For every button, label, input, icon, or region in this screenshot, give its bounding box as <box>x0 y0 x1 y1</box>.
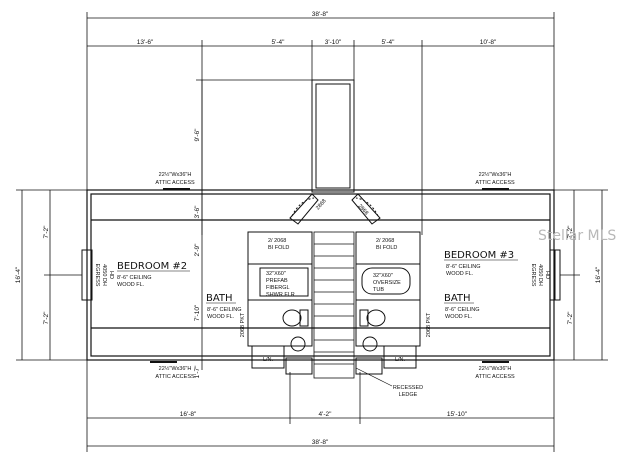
svg-text:ATTIC ACCESS: ATTIC ACCESS <box>475 374 515 380</box>
svg-text:22½"Wx36"H: 22½"Wx36"H <box>479 171 512 178</box>
dim-center-v-2: 3'-6" <box>194 205 201 219</box>
dim-center-v-3: 2'-9" <box>194 243 201 257</box>
svg-text:8'-6" CEILING: 8'-6" CEILING <box>445 307 480 313</box>
recessed-ledge-note: RECESSED LEDGE <box>355 367 423 398</box>
svg-text:TUB: TUB <box>373 287 384 293</box>
dim-top-seg-1: 13'-6" <box>137 39 154 46</box>
svg-text:BI FOLD: BI FOLD <box>376 245 397 251</box>
svg-text:FIBERGL: FIBERGL <box>266 285 290 291</box>
bath-right-label: BATH 8'-6" CEILING WOOD FL. <box>444 293 480 320</box>
building-walls <box>86 189 555 361</box>
attic-access-tr: 22½"Wx36"H ATTIC ACCESS <box>475 171 515 190</box>
svg-text:2/ 2068: 2/ 2068 <box>268 238 286 244</box>
svg-text:ATTIC ACCESS: ATTIC ACCESS <box>155 374 195 380</box>
svg-text:PREFAB: PREFAB <box>266 278 288 284</box>
svg-text:WOOD FL.: WOOD FL. <box>117 282 145 288</box>
linen-right-label: L/N. <box>395 357 406 363</box>
side-dimensions <box>16 189 608 361</box>
svg-text:OVERSIZE: OVERSIZE <box>373 280 401 286</box>
dim-bottom-seg-2: 4'-2" <box>319 411 333 418</box>
watermark: Stellar MLS <box>538 228 616 244</box>
door-bath-right-label: 2068 PKT <box>426 312 432 337</box>
dim-bottom-seg-3: 15'-10" <box>447 411 468 418</box>
svg-text:22½"Wx36"H: 22½"Wx36"H <box>159 171 192 178</box>
bedroom-3-label: BEDROOM #3 8'-6" CEILING WOOD FL. <box>444 250 518 277</box>
dim-right-seg-2: 7'-2" <box>567 311 574 325</box>
svg-text:BATH: BATH <box>206 293 233 304</box>
dim-right-overall: 16'-4" <box>595 266 602 283</box>
shower-left-note: 32"X60" PREFAB FIBERGL SHWR FLR <box>266 271 295 298</box>
svg-text:SHWR FLR: SHWR FLR <box>266 292 295 298</box>
svg-text:22½"Wx36"H: 22½"Wx36"H <box>159 365 192 372</box>
dim-center-v-1: 9'-6" <box>194 128 201 142</box>
stair-chase <box>311 79 355 193</box>
dim-top-seg-2: 5'-4" <box>272 39 286 46</box>
svg-text:2/ 2068: 2/ 2068 <box>376 238 394 244</box>
attic-access-tl: 22½"Wx36"H ATTIC ACCESS <box>155 171 195 190</box>
svg-text:BEDROOM #3: BEDROOM #3 <box>444 250 514 261</box>
egress-right-note: EGRESS 4050 DH HD <box>530 264 550 287</box>
svg-text:4050 DH: 4050 DH <box>101 264 107 286</box>
left-wet-core <box>247 231 313 375</box>
dim-top-seg-5: 10'-8" <box>480 39 497 46</box>
dim-bottom-seg-1: 16'-8" <box>180 411 197 418</box>
stair <box>313 231 355 379</box>
svg-text:EGRESS: EGRESS <box>530 264 536 287</box>
dim-left-seg-2: 7'-2" <box>43 311 50 325</box>
svg-text:ATTIC ACCESS: ATTIC ACCESS <box>155 180 195 186</box>
right-wet-core <box>355 231 421 375</box>
bath-left-label: BATH 8'-6" CEILING WOOD FL. <box>206 293 242 320</box>
svg-text:RECESSED: RECESSED <box>393 385 423 391</box>
svg-text:8'-6" CEILING: 8'-6" CEILING <box>207 307 242 313</box>
dim-left-seg-1: 7'-2" <box>43 225 50 239</box>
dim-overall-top: 38'-8" <box>312 11 329 18</box>
attic-access-bl: 22½"Wx36"H ATTIC ACCESS <box>150 361 195 380</box>
svg-text:LEDGE: LEDGE <box>399 392 418 398</box>
door-left-label: 2868 <box>315 198 328 211</box>
linen-left-label: L/N. <box>263 357 274 363</box>
svg-text:22½"Wx36"H: 22½"Wx36"H <box>479 365 512 372</box>
dim-right-seg-1: 7'-2" <box>567 225 574 239</box>
attic-access-br: 22½"Wx36"H ATTIC ACCESS <box>475 361 515 380</box>
svg-text:32"X60": 32"X60" <box>373 273 393 279</box>
svg-text:8'-6" CEILING: 8'-6" CEILING <box>446 264 481 270</box>
dim-center-v-5: 1'-7" <box>194 365 201 379</box>
svg-text:BEDROOM #2: BEDROOM #2 <box>117 261 187 272</box>
svg-text:32"X60": 32"X60" <box>266 271 286 277</box>
svg-text:WOOD FL.: WOOD FL. <box>207 314 235 320</box>
svg-text:8'-6" CEILING: 8'-6" CEILING <box>117 275 152 281</box>
hall-doors <box>289 193 381 225</box>
tub-right-note: 32"X60" OVERSIZE TUB <box>373 273 401 293</box>
svg-text:ATTIC ACCESS: ATTIC ACCESS <box>475 180 515 186</box>
bedroom-2-label: BEDROOM #2 8'-6" CEILING WOOD FL. <box>117 261 190 288</box>
bifold-right-note: 2/ 2068 BI FOLD <box>376 238 397 251</box>
center-vertical-dims <box>196 79 316 370</box>
egress-left-note: EGRESS 4050 DH HD <box>94 264 114 287</box>
bifold-left-note: 2/ 2068 BI FOLD <box>268 238 289 251</box>
dim-overall-bottom: 38'-8" <box>312 439 329 446</box>
svg-text:BATH: BATH <box>444 293 471 304</box>
door-right-label: 2868 <box>357 203 370 216</box>
svg-text:4050 DH: 4050 DH <box>537 264 543 286</box>
dim-left-overall: 16'-4" <box>15 266 22 283</box>
dim-top-seg-3: 3'-10" <box>325 39 342 46</box>
door-bath-left-label: 2068 PKT <box>240 312 246 337</box>
svg-text:WOOD FL.: WOOD FL. <box>445 314 473 320</box>
svg-text:HD: HD <box>544 271 550 279</box>
svg-text:HD: HD <box>108 271 114 279</box>
svg-text:WOOD FL.: WOOD FL. <box>446 271 474 277</box>
bottom-dimensions <box>86 360 555 452</box>
dim-center-v-4: 7'-10" <box>194 304 201 321</box>
svg-text:EGRESS: EGRESS <box>94 264 100 287</box>
svg-text:BI FOLD: BI FOLD <box>268 245 289 251</box>
dim-top-seg-4: 5'-4" <box>382 39 396 46</box>
